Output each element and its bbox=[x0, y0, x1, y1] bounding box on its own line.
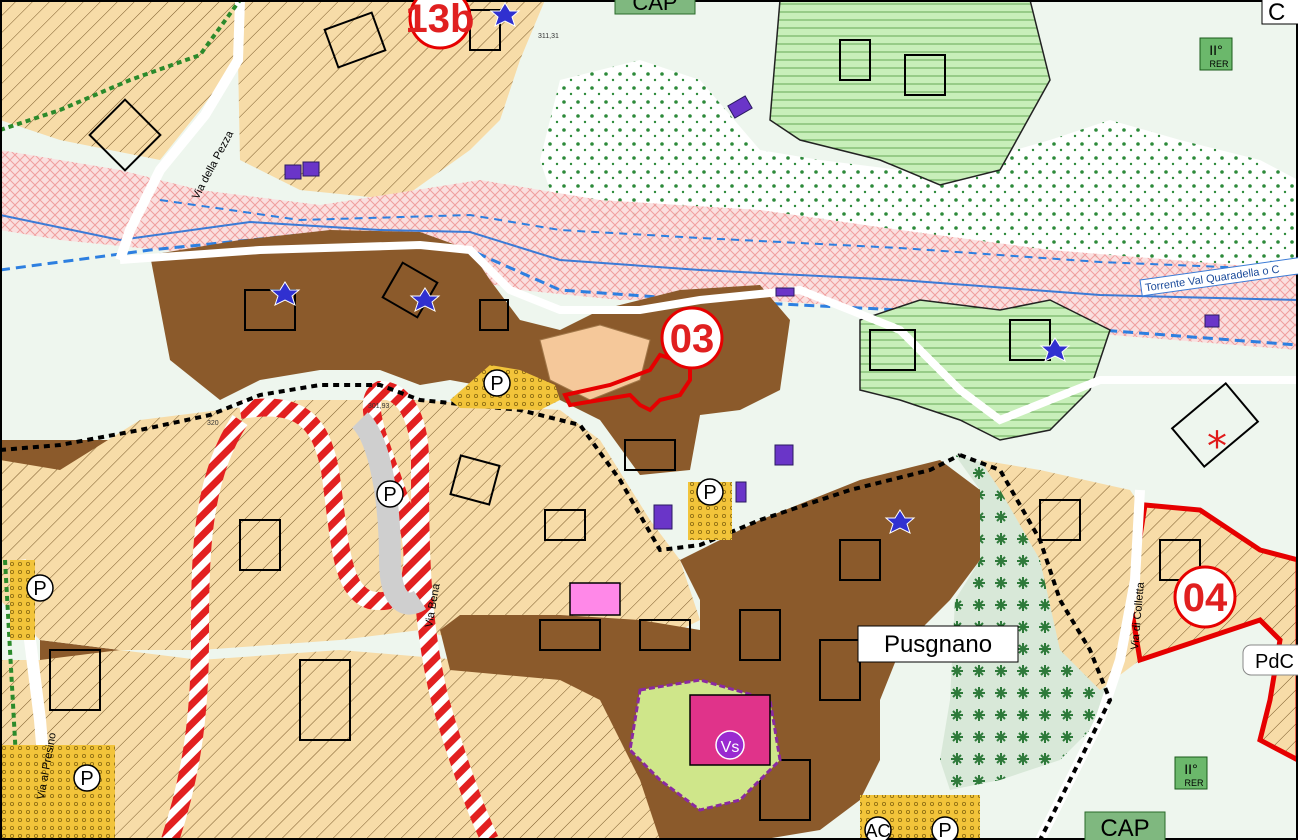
place-name-label: Pusgnano bbox=[857, 625, 1019, 663]
parking-area-southwest bbox=[0, 745, 115, 840]
zone-label-04[interactable]: 04 bbox=[1173, 565, 1237, 629]
park-area bbox=[940, 455, 1110, 790]
urban-boundary-line bbox=[0, 383, 961, 553]
cap-label-box: CAP bbox=[1084, 811, 1166, 840]
historic-core-north bbox=[150, 230, 790, 475]
pdc-label-box: PdC bbox=[1242, 644, 1298, 676]
parking-label: P bbox=[33, 578, 46, 600]
parking-marker-southwest[interactable]: P bbox=[73, 764, 101, 792]
rer-label: RER bbox=[1209, 59, 1229, 69]
parking-label: P bbox=[383, 484, 396, 506]
historic-star-icons bbox=[269, 2, 1071, 534]
zone-03-outline bbox=[562, 352, 692, 413]
elevation-label: 320 bbox=[207, 420, 219, 427]
road-serpentine-hairpin bbox=[238, 380, 499, 840]
rer-class: II° bbox=[1184, 761, 1197, 777]
pdc-label: PdC bbox=[1255, 651, 1294, 673]
pink-building bbox=[569, 582, 621, 616]
residential-zone-middle bbox=[0, 400, 700, 650]
road-via-della-pezza bbox=[115, 0, 245, 262]
parking-area-west bbox=[10, 560, 35, 640]
vs-label: Vs bbox=[721, 739, 740, 756]
street-label-via-colletta: Via di Colletta bbox=[1129, 581, 1147, 650]
cap-label: CAP bbox=[1100, 815, 1149, 840]
parking-label: P bbox=[938, 820, 951, 840]
urban-boundary-line-east bbox=[959, 453, 1113, 840]
ac-marker[interactable]: AC bbox=[864, 816, 892, 840]
road-hairpin-gray bbox=[351, 412, 427, 615]
residential-zone-south bbox=[0, 650, 660, 840]
zone-label-13b[interactable]: 13b bbox=[406, 0, 475, 50]
elevation-label: 301,93 bbox=[368, 403, 390, 410]
road-serpentine-via-bena bbox=[161, 415, 248, 840]
parking-marker-center[interactable]: P bbox=[696, 478, 724, 506]
parking-label: P bbox=[490, 373, 503, 395]
zone-number-13b: 13b bbox=[406, 0, 475, 41]
parking-label: P bbox=[80, 768, 93, 790]
zone-04-area bbox=[1127, 502, 1298, 763]
residential-zone-top-left bbox=[0, 0, 240, 160]
green-boundary-line bbox=[0, 0, 242, 132]
service-buildings bbox=[284, 95, 1220, 530]
zone-number-04: 04 bbox=[1183, 576, 1228, 620]
residential-zone-east bbox=[980, 460, 1150, 690]
river-line bbox=[0, 214, 1298, 301]
rer-class: II° bbox=[1209, 42, 1222, 58]
cap-label-top-box: CAP bbox=[614, 0, 696, 15]
parking-marker-north[interactable]: P bbox=[483, 369, 511, 397]
partial-c-box: C bbox=[1261, 0, 1298, 26]
historic-core-pusgnano bbox=[440, 460, 980, 840]
parking-marker-hairpin[interactable]: P bbox=[376, 480, 404, 508]
zone-number-03: 03 bbox=[670, 317, 715, 361]
residential-zone-top-center bbox=[238, 0, 545, 200]
zone-label-03[interactable]: 03 bbox=[660, 306, 724, 370]
ac-label: AC bbox=[865, 821, 890, 840]
place-name: Pusgnano bbox=[884, 631, 992, 658]
building-outlines bbox=[49, 9, 1260, 821]
road-main-east bbox=[119, 240, 1298, 425]
green-boundary-line-west bbox=[3, 559, 22, 840]
parking-marker-south[interactable]: P bbox=[931, 816, 959, 840]
elevation-label: 311,31 bbox=[538, 33, 559, 40]
river-buffer-zone bbox=[0, 150, 1298, 350]
cap-label-top: CAP bbox=[632, 0, 677, 15]
river-boundary-dashed-upper bbox=[159, 199, 1298, 271]
rer-label: RER bbox=[1184, 778, 1204, 788]
rer-badge-bottom: II° RER bbox=[1174, 756, 1208, 790]
vs-marker[interactable]: Vs bbox=[715, 730, 745, 760]
protected-asterisk-icon: * bbox=[1207, 424, 1227, 470]
parking-marker-west[interactable]: P bbox=[26, 574, 54, 602]
partial-c-label: C bbox=[1268, 0, 1285, 26]
rer-badge-top: II° RER bbox=[1199, 37, 1233, 71]
parking-label: P bbox=[703, 482, 716, 504]
